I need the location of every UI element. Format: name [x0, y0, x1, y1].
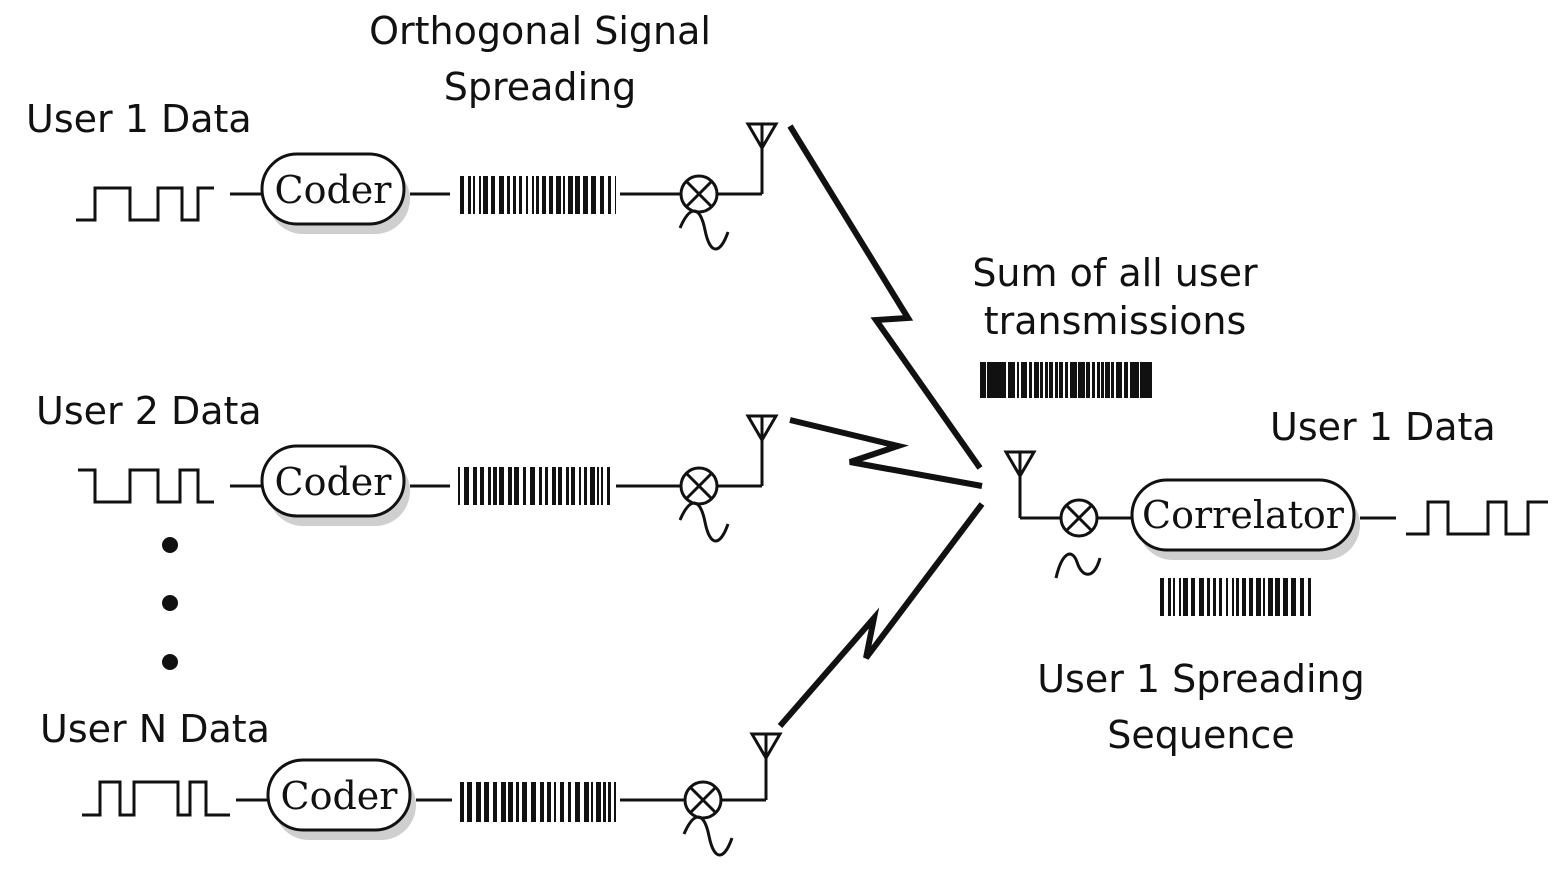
more-users-ellipsis	[162, 537, 178, 670]
user-n-coder-label: Coder	[281, 774, 399, 818]
receiver-mixer-icon	[1059, 498, 1099, 538]
user-n-chain: Coder	[82, 732, 783, 857]
header-title: Orthogonal Signal Spreading	[330, 12, 750, 106]
user-2-antenna-icon	[745, 414, 779, 486]
sum-label-line-2: transmissions	[983, 299, 1247, 343]
header-title-line-1: Orthogonal Signal	[369, 9, 711, 53]
receiver-output-waveform	[1406, 500, 1548, 536]
receiver-antenna-icon	[1003, 450, 1037, 518]
user-2-coder-node: Coder	[260, 444, 410, 526]
sum-label: Sum of all user transmissions	[940, 254, 1290, 340]
user-1-mixer-icon	[679, 174, 719, 214]
sum-transmissions-sequence	[980, 362, 1152, 398]
user-1-coder-label: Coder	[275, 168, 393, 212]
user-n-spread-sequence	[460, 782, 616, 822]
user-2-oscillator-icon	[678, 501, 730, 543]
user-1-antenna-icon	[745, 122, 779, 194]
user-n-mixer-icon	[683, 780, 723, 820]
user-2-label: User 2 Data	[36, 389, 262, 433]
correlator-node: Correlator	[1130, 478, 1360, 560]
receiver-oscillator-icon	[1054, 552, 1102, 579]
spreading-sequence-label: User 1 Spreading Sequence	[1026, 660, 1376, 754]
radio-link-user-n	[777, 502, 985, 728]
user-n-coder-node: Coder	[266, 758, 416, 840]
radio-links	[777, 124, 985, 728]
sum-label-line-1: Sum of all user	[972, 251, 1258, 295]
user-2-chain: Coder	[78, 414, 779, 543]
user-1-data-waveform	[76, 186, 214, 222]
user-2-coder-label: Coder	[275, 460, 393, 504]
user-n-oscillator-icon	[682, 815, 734, 857]
receiver-output-label: User 1 Data	[1270, 405, 1496, 449]
user-1-label: User 1 Data	[26, 97, 252, 141]
user-2-spread-sequence	[458, 467, 610, 505]
spreading-sequence-line-2: Sequence	[1107, 713, 1295, 757]
spreading-sequence-line-1: User 1 Spreading	[1037, 657, 1365, 701]
radio-link-user-1	[787, 124, 983, 470]
correlator-label: Correlator	[1142, 493, 1345, 537]
user-1-oscillator-icon	[678, 209, 730, 251]
user-2-data-waveform	[78, 468, 214, 504]
user-n-data-waveform	[82, 780, 230, 817]
user-1-chain: Coder	[76, 122, 779, 251]
receiver-chain: Correlator	[1003, 450, 1548, 616]
radio-link-user-2	[789, 417, 983, 489]
user-2-mixer-icon	[679, 466, 719, 506]
user-1-spread-sequence	[460, 176, 616, 214]
user-1-coder-node: Coder	[260, 152, 410, 234]
header-title-line-2: Spreading	[443, 65, 637, 109]
user-1-spreading-sequence	[1160, 578, 1311, 616]
user-n-antenna-icon	[749, 732, 783, 800]
user-n-label: User N Data	[40, 707, 270, 751]
